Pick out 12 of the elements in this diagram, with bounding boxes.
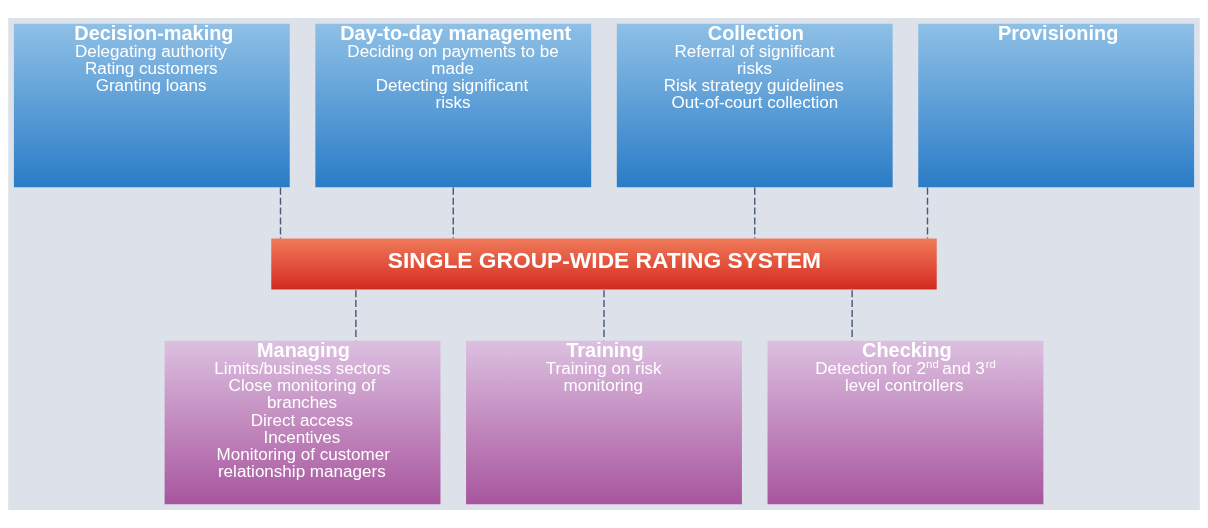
connector	[279, 186, 282, 239]
node-box: Collection Referral of significant risks Risk strategy guidelines Out-of-court collection	[616, 23, 893, 188]
node-box: Decision-making Delegating authority Rating customers Granting loans	[13, 23, 290, 188]
node-box: Training Training on risk monitoring	[466, 340, 742, 505]
node-box: Managing Limits/business sectors Close monitoring of branches Direct access Incentives Monitoring of customer relationship managers	[164, 340, 441, 505]
node-box: Day-to-day management Deciding on payments to be made Detecting significant risks	[315, 23, 592, 188]
connector	[754, 186, 756, 239]
connector	[926, 186, 929, 239]
node-box: SINGLE GROUP-WIDE RATING SYSTEM	[271, 238, 937, 290]
node-box: Checking Detection for 2$^{nd}$ and 3$^{rd}$ level controllers	[767, 340, 1044, 505]
connector	[452, 186, 454, 239]
node-box: Provisioning	[918, 23, 1195, 188]
